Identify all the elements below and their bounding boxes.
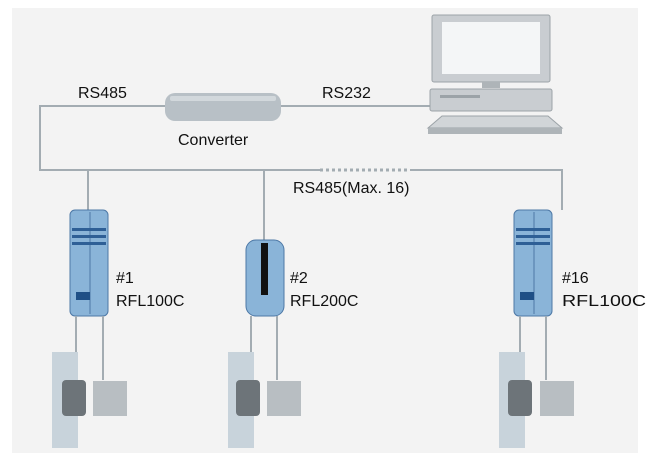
reader-body: [69, 209, 109, 317]
device-1-model: RFL100C: [116, 293, 184, 310]
device-2-id: #2: [290, 270, 308, 287]
reader-body: [513, 209, 553, 317]
reader-device-16: [513, 209, 553, 317]
lock-pad-1: [62, 380, 86, 416]
reader-device-1: [69, 209, 109, 317]
reader-indicator: [520, 292, 534, 300]
button-pad-1: [93, 381, 127, 416]
computer-icon: [426, 14, 564, 134]
card-slot: [261, 243, 268, 295]
device-16-id: #16: [562, 270, 589, 287]
reader-device-2: [245, 239, 285, 317]
rs232-label: RS232: [322, 85, 371, 102]
button-pad-16: [540, 381, 574, 416]
rs485-trunk-left: [39, 105, 320, 171]
button-pad-2: [267, 381, 301, 416]
monitor-screen: [442, 22, 540, 74]
converter: [165, 93, 281, 121]
keyboard: [426, 115, 564, 129]
rs485-label: RS485: [78, 85, 127, 102]
wiring: [39, 105, 563, 240]
device-2-model: RFL200C: [290, 293, 358, 310]
device-1-id: #1: [116, 270, 134, 287]
lock-pad-16: [508, 380, 532, 416]
reader-indicator: [76, 292, 90, 300]
system-unit: [429, 88, 553, 112]
bus-label: RS485(Max. 16): [293, 180, 410, 197]
lock-pad-2: [236, 380, 260, 416]
converter-label: Converter: [178, 132, 249, 149]
device-16-model: RFL100C: [562, 293, 646, 310]
rs485-trunk-right: [410, 169, 563, 210]
